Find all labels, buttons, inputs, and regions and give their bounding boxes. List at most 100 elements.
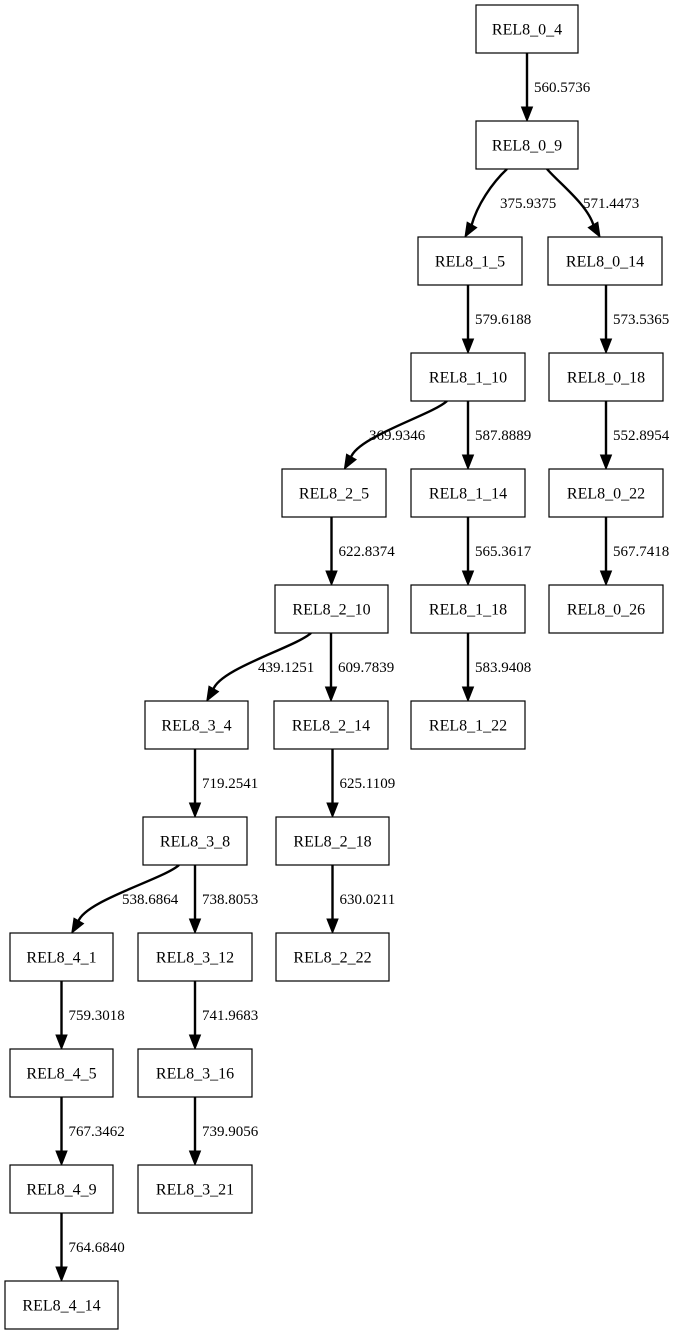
node-rel8-4-1: REL8_4_1 [9, 932, 114, 982]
node-rel8-0-9: REL8_0_9 [475, 120, 579, 170]
node-box [548, 468, 664, 518]
edge-weight-label: 622.8374 [339, 544, 396, 560]
node-rel8-4-14: REL8_4_14 [4, 1280, 119, 1330]
edge-weight-label: 567.7418 [613, 544, 669, 560]
node-box [144, 700, 249, 750]
node-box [548, 352, 664, 402]
node-rel8-0-26: REL8_0_26 [548, 584, 664, 634]
arrowhead-icon [206, 685, 220, 703]
node-rel8-2-22: REL8_2_22 [275, 932, 390, 982]
arrowhead-icon [461, 454, 475, 471]
node-label: REL8_1_10 [429, 370, 507, 387]
node-label: REL8_4_5 [26, 1066, 96, 1083]
node-label: REL8_4_14 [22, 1298, 100, 1315]
node-box [548, 584, 664, 634]
node-rel8-3-8: REL8_3_8 [142, 816, 248, 866]
node-label: REL8_2_18 [293, 834, 371, 851]
node-box [275, 932, 390, 982]
edge-weight-label: 560.5736 [534, 80, 591, 96]
edge-rel8-3-12-to-rel8-3-16: 741.9683 [188, 981, 258, 1051]
edge-line [470, 168, 508, 227]
edge-line [546, 168, 595, 227]
edge-rel8-3-16-to-rel8-3-21: 739.9056 [188, 1097, 259, 1167]
node-rel8-2-18: REL8_2_18 [275, 816, 390, 866]
node-label: REL8_1_14 [429, 486, 507, 503]
edge-weight-label: 625.1109 [340, 776, 396, 792]
edge-weight-label: 538.6864 [122, 892, 179, 908]
node-label: REL8_1_5 [435, 254, 505, 271]
node-rel8-3-21: REL8_3_21 [137, 1164, 253, 1214]
edge-rel8-0-22-to-rel8-0-26: 567.7418 [599, 517, 669, 587]
arrowhead-icon [520, 106, 534, 123]
edge-weight-label: 739.9056 [202, 1124, 259, 1140]
edge-rel8-0-14-to-rel8-0-18: 573.5365 [599, 285, 669, 355]
arrowhead-icon [461, 338, 475, 355]
edge-weight-label: 565.3617 [475, 544, 532, 560]
edge-rel8-0-9-to-rel8-0-14: 571.4473 [546, 168, 639, 239]
node-label: REL8_1_18 [429, 602, 507, 619]
arrowhead-icon [55, 1034, 68, 1051]
edge-weight-label: 583.9408 [475, 660, 531, 676]
edge-line [76, 864, 180, 923]
edge-rel8-3-4-to-rel8-3-8: 719.2541 [188, 749, 258, 819]
edge-weight-label: 767.3462 [69, 1124, 125, 1140]
arrowhead-icon [55, 1266, 68, 1283]
edge-weight-label: 587.8889 [475, 428, 531, 444]
edge-rel8-1-10-to-rel8-2-5: 369.9346 [343, 400, 448, 471]
edge-weight-label: 579.6188 [475, 312, 531, 328]
edge-weight-label: 630.0211 [340, 892, 396, 908]
node-label: REL8_3_16 [156, 1066, 234, 1083]
node-rel8-2-10: REL8_2_10 [274, 584, 389, 634]
edge-weight-label: 369.9346 [369, 428, 426, 444]
node-box [417, 236, 523, 286]
node-rel8-1-18: REL8_1_18 [410, 584, 526, 634]
edge-rel8-2-5-to-rel8-2-10: 622.8374 [325, 517, 396, 587]
node-box [9, 932, 114, 982]
node-rel8-1-10: REL8_1_10 [410, 352, 526, 402]
edge-weight-label: 609.7839 [338, 660, 394, 676]
node-box [410, 700, 526, 750]
edge-rel8-1-14-to-rel8-1-18: 565.3617 [461, 517, 532, 587]
node-rel8-2-14: REL8_2_14 [273, 700, 389, 750]
node-box [475, 4, 579, 54]
node-box [142, 816, 248, 866]
edge-rel8-2-18-to-rel8-2-22: 630.0211 [326, 865, 396, 935]
edge-rel8-0-9-to-rel8-1-5: 375.9375 [464, 168, 556, 239]
node-box [9, 1048, 114, 1098]
arrowhead-icon [188, 1034, 202, 1051]
node-label: REL8_4_1 [26, 950, 96, 967]
node-rel8-4-5: REL8_4_5 [9, 1048, 114, 1098]
edge-rel8-1-18-to-rel8-1-22: 583.9408 [461, 633, 531, 703]
node-box [4, 1280, 119, 1330]
node-label: REL8_0_18 [567, 370, 645, 387]
edge-weight-label: 759.3018 [69, 1008, 125, 1024]
arrowhead-icon [461, 686, 475, 703]
node-label: REL8_2_5 [299, 486, 369, 503]
edge-weight-label: 764.6840 [69, 1240, 125, 1256]
node-rel8-3-16: REL8_3_16 [137, 1048, 253, 1098]
arrowhead-icon [326, 802, 339, 819]
node-rel8-1-22: REL8_1_22 [410, 700, 526, 750]
edge-rel8-3-8-to-rel8-3-12: 738.8053 [188, 865, 258, 935]
arrowhead-icon [599, 338, 613, 355]
node-rel8-1-14: REL8_1_14 [410, 468, 526, 518]
node-box [137, 932, 253, 982]
edge-weight-label: 375.9375 [500, 196, 556, 212]
node-label: REL8_0_4 [492, 22, 562, 39]
node-rel8-3-4: REL8_3_4 [144, 700, 249, 750]
edge-weight-label: 552.8954 [613, 428, 670, 444]
node-box [274, 584, 389, 634]
node-label: REL8_3_12 [156, 950, 234, 967]
edge-weight-label: 439.1251 [258, 660, 314, 676]
arrowhead-icon [188, 918, 202, 935]
node-label: REL8_3_8 [160, 834, 230, 851]
edge-weight-label: 719.2541 [202, 776, 258, 792]
arrowhead-icon [55, 1150, 68, 1167]
arrowhead-icon [326, 918, 339, 935]
node-label: REL8_2_22 [293, 950, 371, 967]
edge-rel8-4-5-to-rel8-4-9: 767.3462 [55, 1097, 125, 1167]
node-rel8-2-5: REL8_2_5 [281, 468, 387, 518]
